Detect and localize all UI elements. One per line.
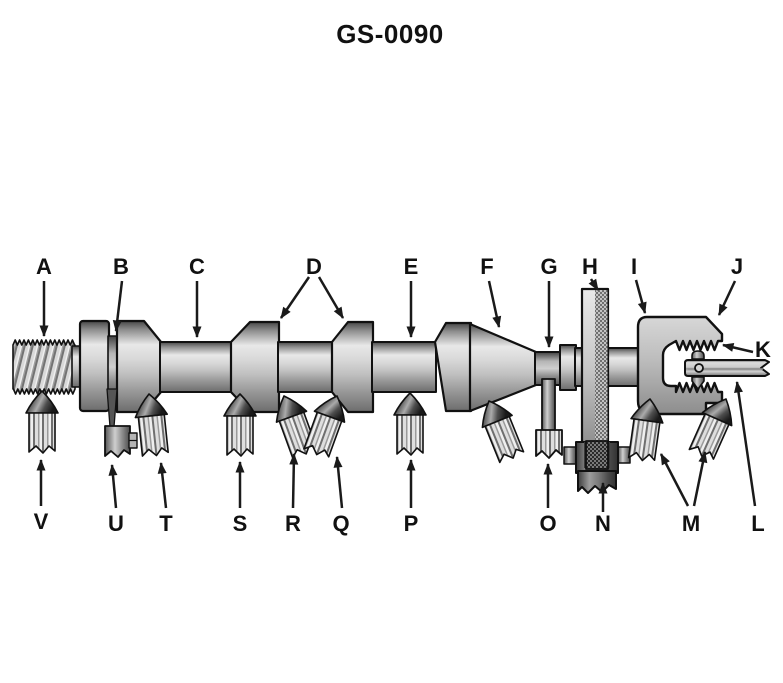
callout-letter-b: B: [113, 254, 129, 279]
callout-letter-a: A: [36, 254, 52, 279]
key-body: [104, 425, 131, 458]
collar-left: [78, 319, 111, 413]
callout-letter-e: E: [404, 254, 419, 279]
callout-arrow-d1: [279, 276, 311, 319]
callout-letter-h: H: [582, 254, 598, 279]
threaded-end: [12, 339, 76, 395]
callout-letter-q: Q: [332, 511, 349, 536]
pin-cap: [691, 350, 705, 360]
callout-arrow-b: [112, 280, 124, 332]
callout-letter-l: L: [751, 511, 764, 536]
callout-letter-o: O: [539, 511, 556, 536]
callout-letter-i: I: [631, 254, 637, 279]
pointer-arrow-p: [393, 392, 427, 456]
callout-arrow-k: [722, 343, 754, 354]
callout-arrow-m1: [659, 453, 690, 507]
plunger-foot: [535, 429, 563, 459]
ring-before-disc: [559, 344, 577, 391]
callout-arrow-l: [734, 381, 757, 507]
bar-hole: [694, 363, 704, 373]
roller: [585, 440, 609, 470]
shaft-body: [12, 319, 662, 414]
callout-arrow-j: [717, 280, 737, 316]
callout-letter-t: T: [159, 511, 173, 536]
callout-letter-g: G: [540, 254, 557, 279]
cone-base: [433, 321, 473, 413]
callout-letter-s: S: [233, 511, 248, 536]
callout-letter-c: C: [189, 254, 205, 279]
callout-arrows: [36, 276, 757, 512]
callout-letter-u: U: [108, 511, 124, 536]
clevis-bolt-left: [563, 446, 577, 465]
shaft-e: [371, 341, 437, 393]
plunger-o: [535, 378, 563, 459]
callout-arrow-t: [157, 462, 168, 509]
callout-letter-k: K: [755, 337, 771, 362]
disc-h-knurl-face: [595, 290, 608, 443]
bar-and-pin: [684, 350, 770, 390]
cone-f: [468, 322, 538, 413]
callout-arrow-r: [289, 453, 299, 509]
callout-letter-p: P: [404, 511, 419, 536]
callout-letter-r: R: [285, 511, 301, 536]
callout-letter-f: F: [480, 254, 493, 279]
plunger-rod: [541, 378, 556, 432]
shaft-between-rings: [277, 341, 334, 393]
callout-letter-v: V: [34, 509, 49, 534]
callout-letters: A B C D E F G H I J K V U T S R Q P O N …: [34, 254, 771, 536]
clevis-stem: [577, 470, 617, 494]
callout-arrow-i: [634, 279, 647, 314]
callout-arrow-q: [333, 456, 344, 509]
callout-letter-n: N: [595, 511, 611, 536]
callout-letter-j: J: [731, 254, 743, 279]
callout-arrow-h: [588, 278, 600, 291]
ring-d2: [330, 320, 375, 414]
key-block-u: [104, 388, 138, 458]
bar-l: [684, 359, 770, 377]
journal-c: [159, 341, 232, 393]
key-strip: [106, 388, 118, 428]
disc-and-clevis: [563, 287, 631, 494]
callout-arrow-f: [487, 280, 502, 328]
callout-arrow-d2: [317, 276, 345, 319]
clamp-body: [636, 315, 724, 416]
figure-title: GS-0090: [336, 19, 444, 49]
callout-arrow-m2: [692, 451, 708, 507]
pin-tip: [691, 376, 705, 390]
callout-letter-d: D: [306, 254, 322, 279]
callout-letter-m: M: [682, 511, 700, 536]
callout-arrow-u: [108, 464, 118, 509]
pointer-arrow-v: [25, 390, 59, 454]
